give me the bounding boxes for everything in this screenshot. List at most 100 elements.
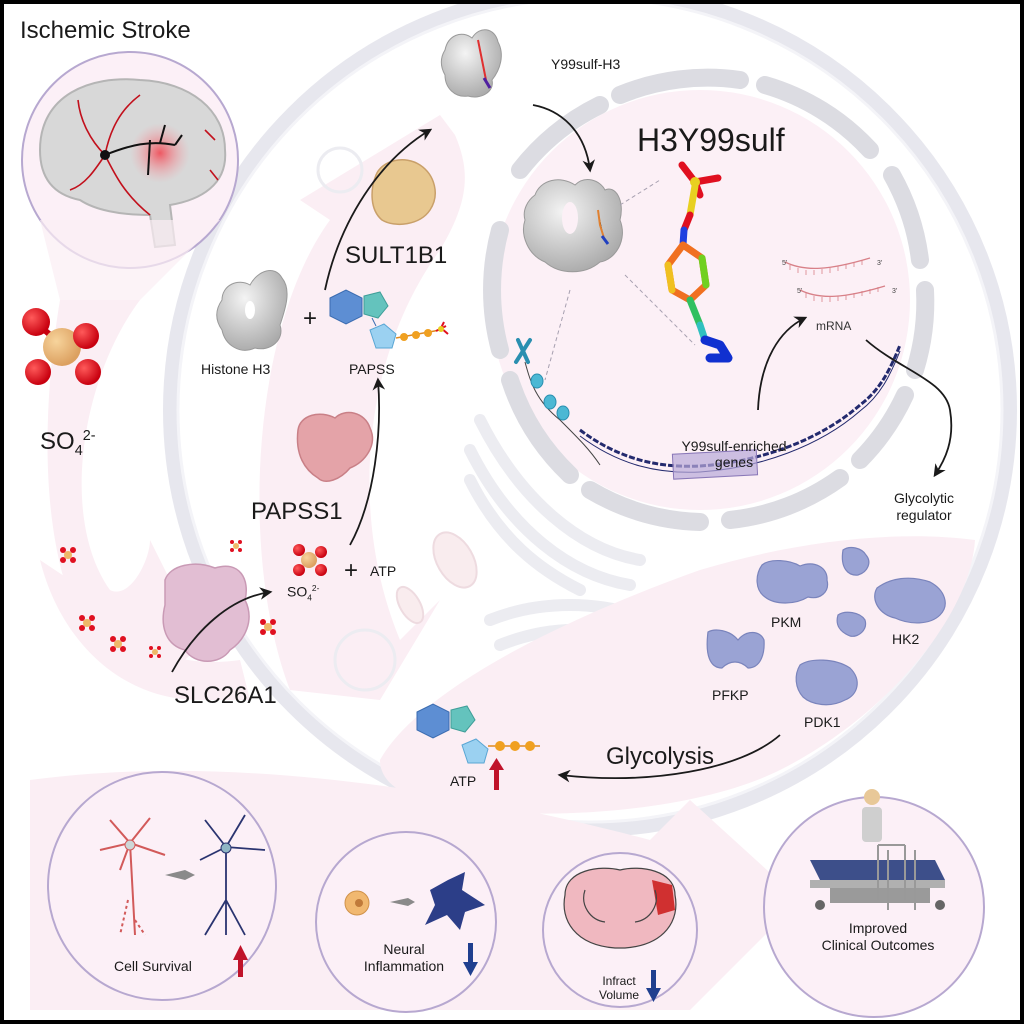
glycolytic-proteins xyxy=(706,546,946,706)
sulfate-subscript: 4 xyxy=(307,592,312,603)
enriched-genes-label: Y99sulf-enriched genes xyxy=(649,439,819,469)
sulfate-charge: 2- xyxy=(82,428,96,444)
inflammation-down-arrow-icon xyxy=(463,943,478,976)
papss1-enzyme-icon xyxy=(296,411,374,482)
infarct-volume-label: Infract Volume xyxy=(589,975,649,1001)
pdk1-label: PDK1 xyxy=(804,714,841,730)
transcription-arrow xyxy=(757,316,808,411)
neural-inflammation-line1: Neural xyxy=(383,941,425,957)
sulfate-ions-small xyxy=(60,540,276,658)
sulfate-base: SO xyxy=(40,428,75,455)
enriched-gene-box xyxy=(671,449,759,480)
extracellular-flow-band xyxy=(47,300,200,674)
sulfate-molecule-large xyxy=(22,308,101,385)
mrna-5prime-1: 5' xyxy=(782,260,788,267)
plus-sign: + xyxy=(303,305,318,332)
y99sulf-h3-label: Y99sulf-H3 xyxy=(551,56,621,72)
pdk1-protein-icon xyxy=(795,659,858,706)
nucleosome-beads xyxy=(530,373,570,421)
slc26a1-label: SLC26A1 xyxy=(174,682,277,709)
healthy-neuron-icon xyxy=(199,814,266,936)
neural-inflammation-line2: Inflammation xyxy=(363,958,445,974)
mrna-bases xyxy=(789,260,879,302)
page-title: Ischemic Stroke xyxy=(20,17,191,44)
cell-survival-panel xyxy=(47,771,277,1001)
mrna-3prime-2: 3' xyxy=(892,288,898,295)
pfkp-label: PFKP xyxy=(712,687,749,703)
cell-survival-up-arrow-icon xyxy=(233,945,248,977)
mrna-label: mRNA xyxy=(816,319,852,333)
sulfate-charge: 2- xyxy=(311,583,320,593)
gray-arrow-icon xyxy=(390,898,415,906)
sulfate-base: SO xyxy=(287,583,308,600)
unlabeled-protein-icon xyxy=(841,546,870,576)
slc26a1-transporter-icon xyxy=(162,563,250,662)
papss-molecule-icon xyxy=(329,289,449,349)
glycolysis-arrow xyxy=(557,734,781,783)
mrna-5prime-2: 5' xyxy=(797,288,803,295)
zoom-guide-lines xyxy=(544,179,696,381)
diagram-canvas xyxy=(4,4,1020,1020)
glycolytic-line1: Glycolytic xyxy=(894,490,954,506)
clinical-outcomes-label: Improved Clinical Outcomes xyxy=(798,921,958,952)
clinical-line2: Clinical Outcomes xyxy=(821,937,935,953)
transport-arrow xyxy=(171,587,273,673)
enriched-genes-line2: genes xyxy=(714,454,754,470)
sult1b1-label: SULT1B1 xyxy=(345,242,448,269)
histone-h3-label: Histone H3 xyxy=(201,361,271,377)
glycolytic-line2: regulator xyxy=(896,507,952,523)
papss1-label: PAPSS1 xyxy=(251,498,343,525)
enriched-genes-line1: Y99sulf-enriched xyxy=(681,438,787,454)
patient-icon xyxy=(862,789,882,842)
plus-sign: + xyxy=(344,557,359,584)
walker-icon xyxy=(877,844,916,910)
neural-inflammation-label: Neural Inflammation xyxy=(344,942,464,973)
papss-label: PAPSS xyxy=(349,361,395,377)
chromosome-icon xyxy=(514,338,532,364)
sulfate-molecule-cytoplasm xyxy=(293,544,327,576)
mrna-strands-icon xyxy=(784,257,886,298)
atp-reactant-label: ATP xyxy=(370,563,397,579)
hk2-label: HK2 xyxy=(892,631,920,647)
activated-microglia-icon xyxy=(425,872,485,930)
nuclear-import-arrow xyxy=(532,104,595,173)
cell-survival-label: Cell Survival xyxy=(114,958,192,974)
dna-helix-icon xyxy=(579,344,902,468)
infarct-line1: Infract xyxy=(602,974,636,988)
sulfate-formula-large: SO42- xyxy=(40,429,96,458)
clinical-line1: Improved xyxy=(848,920,908,936)
atp-product-label: ATP xyxy=(450,773,477,789)
small-protein-icon xyxy=(836,611,867,637)
hk2-protein-icon xyxy=(874,577,946,624)
y99sulf-h3-icon xyxy=(440,29,502,98)
sulfate-subscript: 4 xyxy=(74,442,83,459)
neural-inflammation-panel xyxy=(315,831,497,1013)
extracellular-lower-band xyxy=(40,560,250,700)
infarct-down-arrow-icon xyxy=(646,970,661,1002)
atp-up-arrow-icon xyxy=(489,758,504,790)
translation-arrow xyxy=(865,339,953,478)
pfkp-protein-icon xyxy=(706,629,765,669)
infarct-line2: Volume xyxy=(598,988,640,1002)
nuclear-envelope xyxy=(483,68,935,531)
atp-molecule-icon xyxy=(416,703,540,764)
sulfotyrosine-structure-icon xyxy=(664,161,733,363)
glycolysis-label: Glycolysis xyxy=(606,743,715,770)
pkm-protein-icon xyxy=(756,560,829,604)
vesicles xyxy=(316,146,397,692)
gray-arrow-icon xyxy=(165,870,195,880)
pkm-label: PKM xyxy=(771,614,802,630)
sulfate-formula-small: SO42- xyxy=(287,584,319,602)
brain-slice-icon xyxy=(563,867,677,949)
clinical-outcomes-panel xyxy=(763,789,985,1018)
brain-panel xyxy=(21,51,239,269)
glycolytic-regulator-label: Glycolytic regulator xyxy=(874,491,974,522)
figure-frame: Ischemic Stroke SO42- SLC26A1 PAPSS1 SO4… xyxy=(4,4,1020,1020)
h3y99sulf-title: H3Y99sulf xyxy=(637,122,785,158)
sulfation-arrow xyxy=(324,128,433,291)
sult1b1-enzyme-icon xyxy=(371,159,436,226)
mitochondria xyxy=(395,531,478,625)
brain-connector xyxy=(40,220,220,300)
papss1-arrow xyxy=(349,377,386,546)
mrna-3prime-1: 3' xyxy=(877,260,883,267)
